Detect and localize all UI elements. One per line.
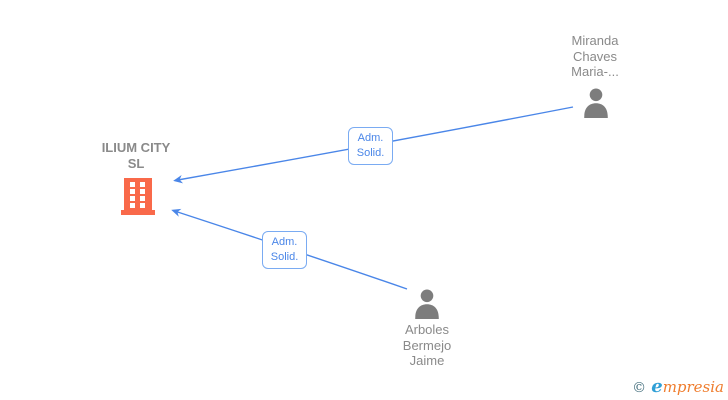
person-icon[interactable]: [582, 87, 610, 118]
person-node-arboles-bermejo[interactable]: Arboles Bermejo Jaime: [367, 322, 487, 369]
person-icon[interactable]: [413, 288, 441, 319]
person-name-line: Bermejo: [402, 337, 452, 353]
edge-label-line: Adm.: [271, 236, 298, 248]
copyright-icon: ©: [632, 380, 647, 396]
edge-label-line: Solid.: [356, 147, 385, 159]
brand-initial: e: [651, 376, 663, 397]
edge-label-adm-solid-1: Adm. Solid.: [348, 127, 393, 165]
person-name-line: Arboles: [404, 322, 450, 337]
person-name-line: Miranda: [571, 33, 619, 48]
company-node-ilium-city-sl[interactable]: ILIUM CITY SL: [76, 140, 196, 172]
empresia-logo[interactable]: © empresia: [632, 376, 724, 397]
edge-label-line: Adm.: [357, 132, 384, 144]
person-name-line: Maria-...: [571, 64, 619, 79]
edge-label-adm-solid-2: Adm. Solid.: [262, 231, 307, 269]
building-icon[interactable]: [121, 178, 155, 215]
company-name-line: ILIUM CITY: [101, 140, 171, 155]
person-node-miranda-chaves[interactable]: Miranda Chaves Maria-...: [535, 33, 655, 80]
brand-text: mpresia: [662, 378, 724, 396]
person-name-line: Chaves: [572, 48, 618, 64]
company-name-line: SL: [127, 156, 145, 171]
edge-label-line: Solid.: [270, 251, 299, 263]
person-name-line: Jaime: [409, 353, 445, 368]
